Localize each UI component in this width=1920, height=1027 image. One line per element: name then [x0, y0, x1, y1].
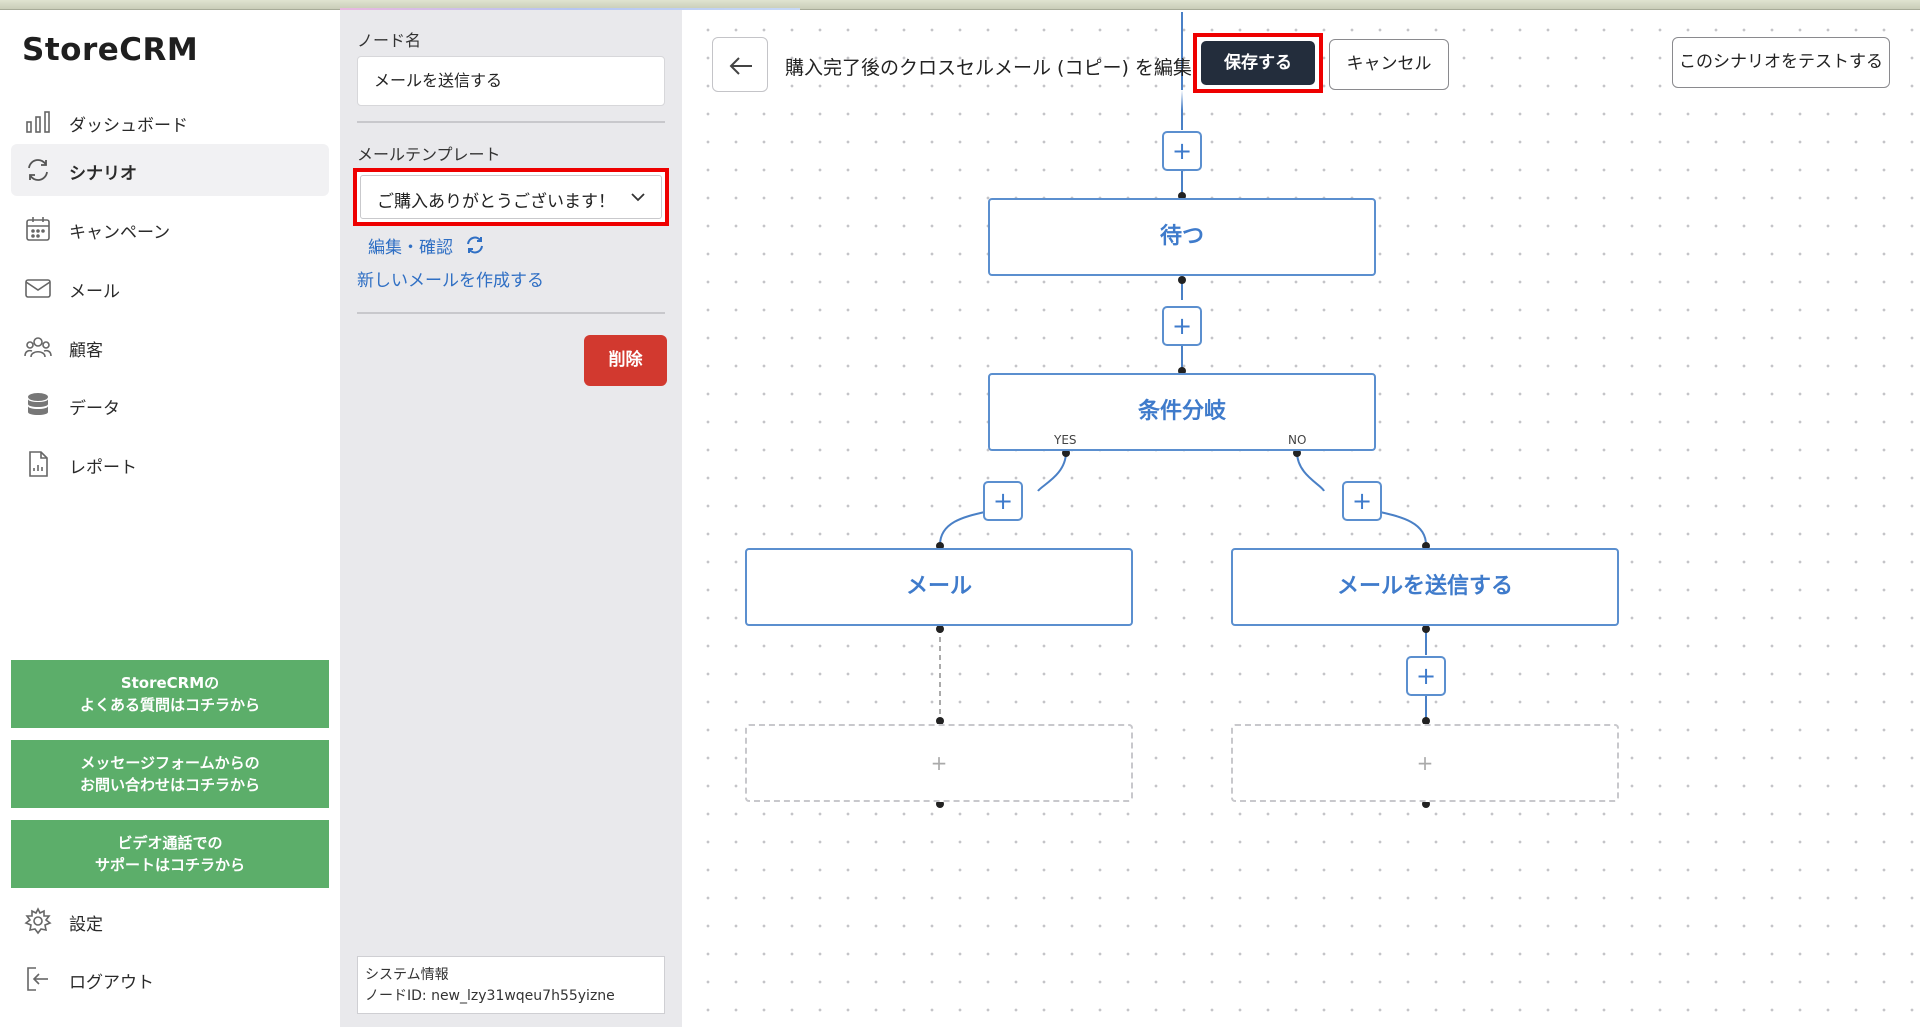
add-node-button[interactable]: + — [1162, 306, 1202, 346]
loading-progress-bar — [340, 8, 800, 11]
test-scenario-button[interactable]: このシナリオをテストする — [1672, 37, 1890, 88]
canvas-top-fade — [982, 90, 1382, 110]
yes-mail-node[interactable]: メール — [745, 548, 1133, 626]
sidebar-item-data[interactable]: データ — [11, 379, 329, 431]
sidebar-item-scenario[interactable]: シナリオ — [11, 144, 329, 196]
app-logo[interactable]: StoreCRM — [22, 32, 199, 68]
no-branch-label: NO — [1288, 433, 1307, 447]
system-info-node-id: ノードID: new_lzy31wqeu7h55yizne — [365, 988, 615, 1004]
edit-confirm-link[interactable]: 編集・確認 — [368, 238, 453, 258]
sidebar-item-label: レポート — [69, 458, 137, 478]
settings-label: 設定 — [69, 915, 103, 935]
logout-icon — [27, 967, 48, 991]
mail-template-select-highlight: ご購入ありがとうございます！ — [353, 168, 669, 226]
add-node-button[interactable]: + — [1162, 131, 1202, 171]
flow-canvas[interactable]: + 待つ + 条件分岐 YES NO + + メール メールを送信する + + … — [682, 10, 1920, 1027]
help-button-line: よくある質問はコチラから — [79, 696, 260, 714]
help-button-line: お問い合わせはコチラから — [79, 776, 260, 794]
sidebar-item-label: 顧客 — [69, 341, 103, 361]
add-node-yes-button[interactable]: + — [983, 481, 1023, 521]
wait-node[interactable]: 待つ — [988, 198, 1376, 276]
mail-template-label: メールテンプレート — [357, 145, 501, 164]
sidebar-item-mail[interactable]: メール — [11, 262, 329, 314]
sidebar-item-label: シナリオ — [69, 164, 137, 184]
sidebar: StoreCRM ダッシュボード シナリオ キャンペーン メール — [0, 10, 340, 1027]
empty-node-placeholder[interactable]: + — [1231, 724, 1619, 802]
browser-top-strip — [0, 0, 1920, 10]
users-icon — [24, 337, 52, 358]
mail-template-select[interactable]: ご購入ありがとうございます！ — [360, 175, 662, 219]
refresh-icon[interactable] — [464, 234, 486, 256]
bar-chart-icon — [26, 111, 50, 133]
help-button-line: メッセージフォームからの — [80, 754, 260, 772]
help-button-line: StoreCRMの — [120, 674, 220, 692]
node-properties-panel: ノード名 メールを送信する メールテンプレート ご購入ありがとうございます！ 編… — [340, 10, 682, 1027]
database-icon — [28, 393, 48, 415]
help-button-line: サポートはコチラから — [94, 856, 245, 874]
condition-branch-node[interactable]: 条件分岐 — [988, 373, 1376, 451]
sidebar-item-report[interactable]: レポート — [11, 438, 329, 490]
sidebar-item-settings[interactable]: 設定 — [11, 895, 329, 947]
page-title: 購入完了後のクロスセルメール (コピー) を編集中 — [785, 57, 1211, 79]
sidebar-item-label: メール — [69, 282, 120, 302]
node-name-label: ノード名 — [357, 31, 422, 50]
gear-icon — [24, 907, 52, 935]
add-node-button[interactable]: + — [1406, 656, 1446, 696]
create-new-mail-link[interactable]: 新しいメールを作成する — [357, 271, 544, 291]
calendar-icon — [26, 217, 50, 241]
help-button-line: ビデオ通話での — [117, 834, 223, 852]
video-call-help-button[interactable]: ビデオ通話での サポートはコチラから — [11, 820, 329, 888]
save-button-highlight: 保存する — [1193, 33, 1323, 93]
sidebar-item-label: キャンペーン — [69, 223, 171, 243]
system-info-box: システム情報 ノードID: new_lzy31wqeu7h55yizne — [357, 956, 665, 1014]
back-button[interactable] — [712, 37, 768, 92]
sidebar-item-label: ダッシュボード — [69, 116, 188, 136]
sidebar-item-logout[interactable]: ログアウト — [11, 953, 329, 1005]
report-document-icon — [29, 451, 48, 477]
arrow-left-icon — [729, 57, 752, 75]
refresh-cycle-icon — [28, 159, 48, 181]
envelope-icon — [25, 279, 51, 298]
sidebar-item-label: データ — [69, 399, 120, 419]
panel-divider — [357, 312, 665, 314]
node-name-input[interactable]: メールを送信する — [357, 56, 665, 106]
sidebar-item-dashboard[interactable]: ダッシュボード — [11, 96, 329, 148]
panel-divider — [357, 121, 665, 123]
mail-template-selected-value: ご購入ありがとうございます！ — [377, 192, 615, 212]
add-node-no-button[interactable]: + — [1342, 481, 1382, 521]
cancel-button[interactable]: キャンセル — [1329, 39, 1449, 90]
empty-node-placeholder[interactable]: + — [745, 724, 1133, 802]
delete-node-button[interactable]: 削除 — [584, 335, 667, 386]
chevron-down-icon — [631, 193, 645, 202]
sidebar-item-customers[interactable]: 顧客 — [11, 321, 329, 373]
logout-label: ログアウト — [69, 973, 154, 993]
no-send-mail-node[interactable]: メールを送信する — [1231, 548, 1619, 626]
faq-help-button[interactable]: StoreCRMの よくある質問はコチラから — [11, 660, 329, 728]
yes-branch-label: YES — [1054, 433, 1077, 447]
message-form-help-button[interactable]: メッセージフォームからの お問い合わせはコチラから — [11, 740, 329, 808]
system-info-title: システム情報 — [365, 967, 449, 983]
flow-connectors — [936, 12, 1430, 808]
sidebar-item-campaign[interactable]: キャンペーン — [11, 203, 329, 255]
save-button[interactable]: 保存する — [1201, 41, 1315, 85]
